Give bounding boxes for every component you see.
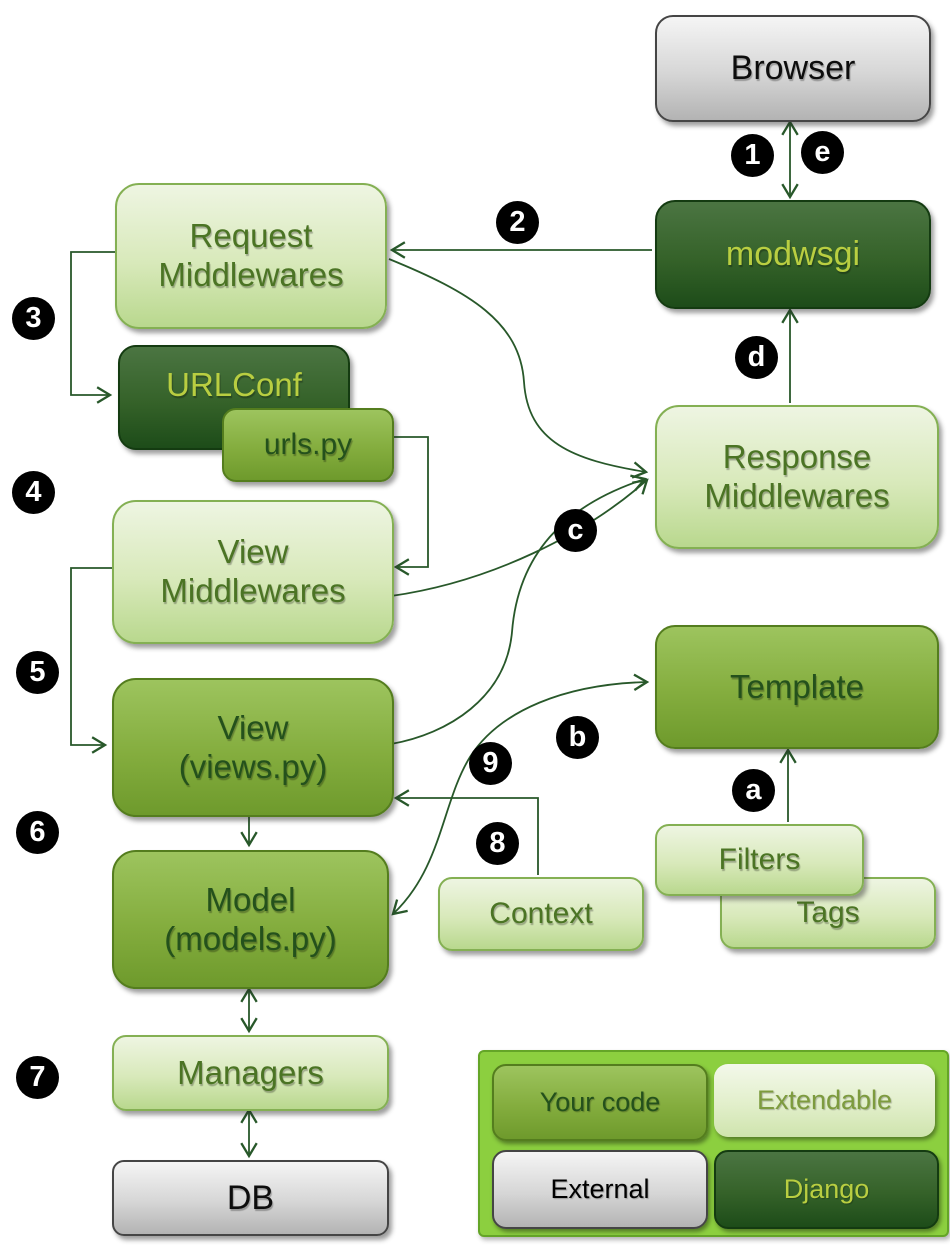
- edge-request-middlewares-urlconf: [70, 251, 115, 404]
- edge-request-middlewares-response-middlewares: [388, 258, 649, 479]
- node-modwsgi: modwsgi: [655, 200, 931, 309]
- node-model: Model (models.py): [112, 850, 389, 989]
- node-db: DB: [112, 1160, 389, 1236]
- legend-item-django: Django: [714, 1150, 939, 1229]
- step-badge-d: d: [735, 336, 778, 379]
- step-badge-3: 3: [12, 297, 55, 340]
- edge-view-response-middlewares: [390, 474, 648, 745]
- step-badge-4: 4: [12, 471, 55, 514]
- legend: Your code Extendable External Django: [478, 1050, 949, 1237]
- step-badge-8: 8: [476, 822, 519, 865]
- node-managers: Managers: [112, 1035, 389, 1111]
- legend-item-your-code: Your code: [492, 1064, 708, 1141]
- node-context: Context: [438, 877, 644, 951]
- step-badge-c: c: [554, 509, 597, 552]
- step-badge-a: a: [732, 769, 775, 812]
- node-template: Template: [655, 625, 939, 749]
- step-badge-1: 1: [731, 134, 774, 177]
- edge-view-middlewares-response-middlewares: [390, 478, 649, 597]
- node-request-middlewares: Request Middlewares: [115, 183, 387, 329]
- node-browser: Browser: [655, 15, 931, 122]
- legend-item-extendable: Extendable: [714, 1064, 935, 1137]
- node-filters: Filters: [655, 824, 864, 896]
- legend-item-external: External: [492, 1150, 708, 1229]
- step-badge-b: b: [556, 716, 599, 759]
- step-badge-5: 5: [16, 651, 59, 694]
- step-badge-e: e: [801, 131, 844, 174]
- node-view: View (views.py): [112, 678, 394, 817]
- edge-urlspy-view-middlewares: [390, 436, 429, 576]
- step-badge-6: 6: [16, 811, 59, 854]
- step-badge-2: 2: [496, 201, 539, 244]
- node-view-middlewares: View Middlewares: [112, 500, 394, 644]
- step-badge-9: 9: [469, 742, 512, 785]
- node-response-middlewares: Response Middlewares: [655, 405, 939, 549]
- edge-view-middlewares-view: [70, 567, 112, 754]
- step-badge-7: 7: [16, 1056, 59, 1099]
- node-urls-py: urls.py: [222, 408, 394, 482]
